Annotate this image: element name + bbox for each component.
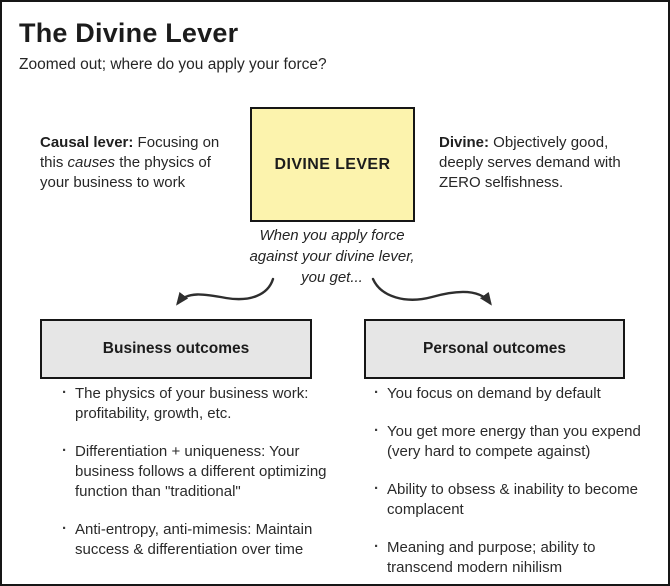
page-title: The Divine Lever [19,18,239,48]
list-item: Anti-entropy, anti-mimesis: Maintain suc… [62,519,327,560]
divine-note-text: Objectively good, deeply serves demand w… [439,134,621,191]
personal-outcomes-box: Personal outcomes [364,319,625,379]
business-outcomes-box: Business outcomes [40,319,312,379]
list-item: You focus on demand by default [374,383,645,404]
causal-lever-note-italic: causes [67,154,116,171]
list-item: The physics of your business work: profi… [62,383,327,424]
causal-lever-note-text: Focusing on this [40,134,220,171]
list-item: Differentiation + uniqueness: Your busin… [62,441,327,502]
divine-lever-box: DIVINE LEVER [250,107,415,222]
page-subtitle: Zoomed out; where do you apply your forc… [19,56,327,73]
causal-lever-note-text-after: the physics of your business to work [40,154,211,191]
divine-lever-label: DIVINE LEVER [274,155,391,173]
list-item: Meaning and purpose; ability to transcen… [374,537,645,578]
caption-line-2: against your divine lever, [249,248,415,265]
apply-force-caption: When you apply force against your divine… [232,225,432,288]
divine-note: Divine: Objectively good, deeply serves … [439,133,636,193]
personal-outcomes-list: You focus on demand by default You get m… [374,383,645,584]
personal-outcomes-heading: Personal outcomes [423,340,566,357]
business-outcomes-list: The physics of your business work: profi… [62,383,327,578]
caption-line-3: you get... [301,269,363,286]
divine-note-bold: Divine: [439,134,490,151]
list-item: You get more energy than you expend (ver… [374,421,645,462]
list-item: Ability to obsess & inability to become … [374,479,645,520]
caption-line-1: When you apply force [259,227,405,244]
causal-lever-note: Causal lever: Focusing on this causes th… [40,133,237,193]
causal-lever-note-bold: Causal lever: [40,134,134,151]
business-outcomes-heading: Business outcomes [102,340,250,357]
